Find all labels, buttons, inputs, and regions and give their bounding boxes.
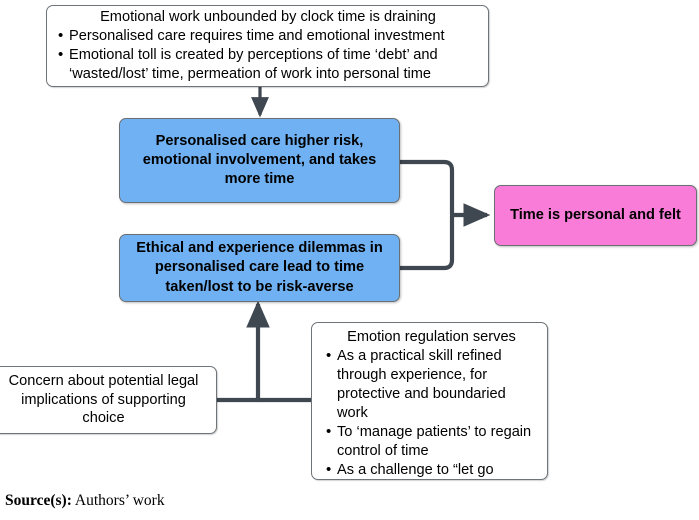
list-item: Personalised care requires time and emot… (56, 26, 480, 46)
node-personalised-care-label: Personalised care higher risk, emotional… (142, 132, 377, 188)
list-item: As a practical skill refined through exp… (324, 346, 539, 423)
node-emotion-regulation[interactable]: Emotion regulation serves As a practical… (311, 322, 548, 480)
edge-personalisedcare-to-merge (397, 159, 455, 217)
source-caption-label: Source(s): (5, 492, 72, 509)
node-time-is-personal-and-felt-label: Time is personal and felt (510, 206, 681, 223)
node-legal-concern-label: Concern about potential legal implicatio… (8, 372, 199, 427)
node-emotional-work[interactable]: Emotional work unbounded by clock time i… (46, 5, 489, 87)
node-personalised-care[interactable]: Personalised care higher risk, emotional… (119, 118, 400, 203)
node-legal-concern[interactable]: Concern about potential legal implicatio… (0, 366, 217, 434)
node-emotional-work-bullets: Personalised care requires time and emot… (56, 26, 480, 84)
edge-ethicaldilemmas-to-merge (397, 213, 455, 271)
node-ethical-dilemmas-label: Ethical and experience dilemmas in perso… (136, 240, 383, 295)
list-item: To ‘manage patients’ to regain control o… (324, 422, 539, 461)
list-item: Emotional toll is created by perceptions… (56, 45, 480, 84)
node-time-is-personal-and-felt[interactable]: Time is personal and felt (494, 185, 697, 246)
source-caption-value: Authors’ work (74, 492, 165, 509)
list-item: As a challenge to “let go (324, 460, 539, 480)
node-emotional-work-title: Emotional work unbounded by clock time i… (100, 9, 436, 26)
node-emotion-regulation-bullets: As a practical skill refined through exp… (324, 346, 539, 480)
node-ethical-dilemmas[interactable]: Ethical and experience dilemmas in perso… (119, 234, 400, 302)
source-caption: Source(s): Authors’ work (5, 492, 165, 510)
node-emotion-regulation-title: Emotion regulation serves (347, 329, 516, 345)
